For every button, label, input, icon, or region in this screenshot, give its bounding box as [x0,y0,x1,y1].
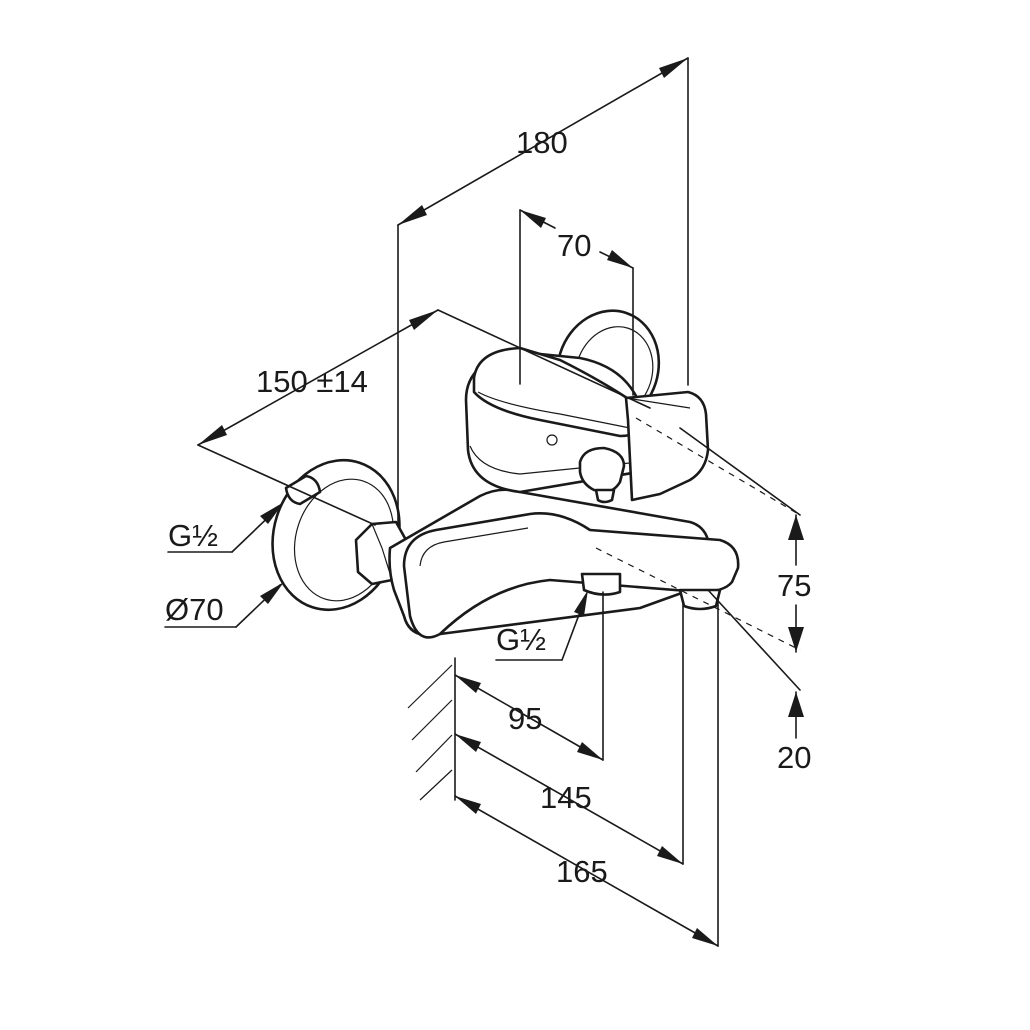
dim-180-label: 180 [516,125,568,160]
thread-inlet-label: G½ [168,518,218,553]
dim-180: 180 [397,57,689,526]
faucet-body [271,309,740,639]
dim-165: 165 [454,599,719,947]
dim-145: 145 [454,603,684,865]
dim-165-label: 165 [556,854,608,889]
dim-70: 70 [519,209,634,396]
wall-hatch [407,657,456,801]
dim-150: 150 ±14 [197,309,651,526]
dim-70-label: 70 [557,228,591,263]
dim-95: 95 [454,591,604,761]
dim-150-label: 150 ±14 [256,364,368,399]
rosette-diameter-label: Ø70 [165,592,224,627]
thread-outlet-label: G½ [496,622,546,657]
dim-145-label: 145 [540,780,592,815]
leader-thread-outlet: G½ [495,590,588,661]
dim-75-label: 75 [777,568,811,603]
dim-20-label: 20 [777,740,811,775]
dim-95-label: 95 [508,701,542,736]
leader-thread-inlet: G½ [167,502,284,553]
leader-rosette-diameter: Ø70 [164,582,284,628]
center-lines [595,417,801,651]
dim-75-20: 75 20 [679,427,811,775]
